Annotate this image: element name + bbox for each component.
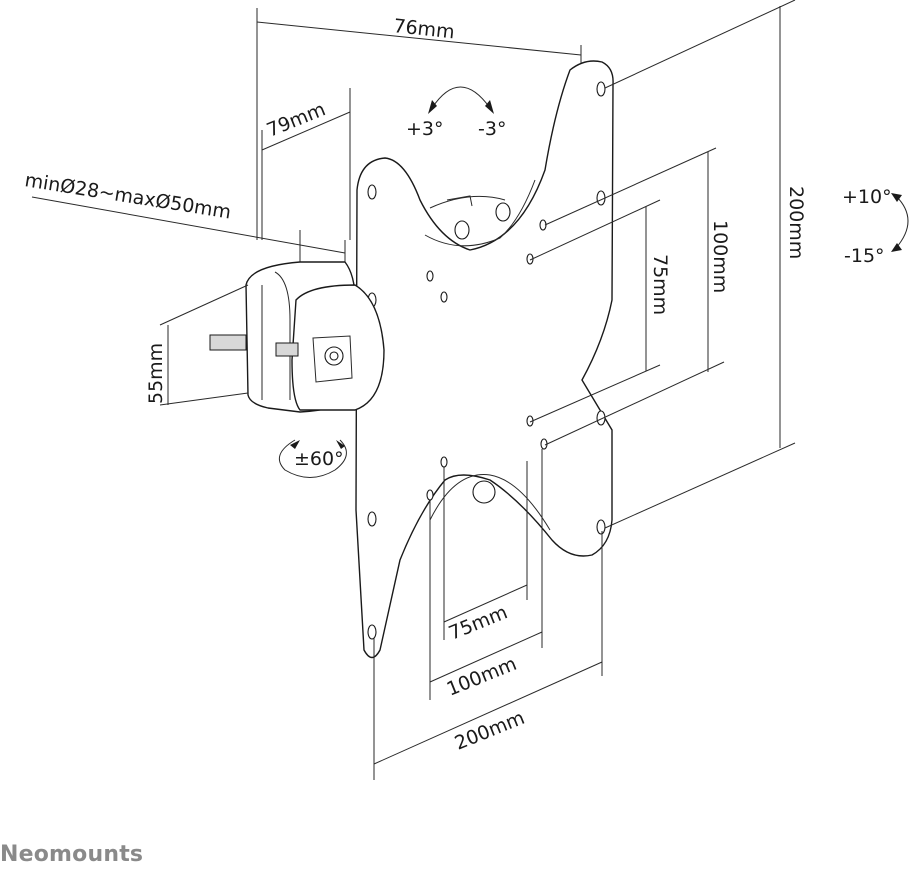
swivel-arrow: ±60°	[278, 439, 347, 478]
dim-clamp-depth: 79mm	[261, 88, 351, 240]
dim-vesa-horizontal-small-label: 75mm	[446, 601, 511, 644]
rotation-plus-label: +3°	[406, 118, 444, 140]
dim-vesa-horizontal-large-label: 200mm	[452, 707, 528, 755]
tilt-down-label: -15°	[844, 245, 885, 267]
tilt-arrow: +10° -15°	[842, 186, 909, 267]
dim-clamp-height-label: 55mm	[145, 343, 167, 404]
dim-pole-diameter-label: minØ28~maxØ50mm	[23, 169, 232, 223]
pole-clamp	[209, 261, 385, 413]
dim-vesa-vertical-medium-label: 100mm	[709, 220, 731, 293]
rotation-arrow: +3° -3°	[406, 86, 506, 140]
dim-top-width-label: 76mm	[392, 15, 455, 43]
tilt-up-label: +10°	[842, 186, 892, 208]
dim-vesa-vertical-large-label: 200mm	[785, 186, 807, 259]
rotation-minus-label: -3°	[478, 118, 506, 140]
dim-clamp-height: 55mm	[145, 284, 249, 406]
brand-logo: Neomounts	[0, 842, 144, 867]
dim-vesa-vertical: 200mm 100mm 75mm	[529, 0, 807, 529]
dim-vesa-horizontal-medium-label: 100mm	[444, 653, 520, 701]
vesa-plate	[355, 60, 614, 659]
dim-pole-diameter: minØ28~maxØ50mm	[23, 169, 346, 262]
swivel-label: ±60°	[294, 448, 344, 470]
dim-vesa-vertical-small-label: 75mm	[649, 254, 671, 315]
